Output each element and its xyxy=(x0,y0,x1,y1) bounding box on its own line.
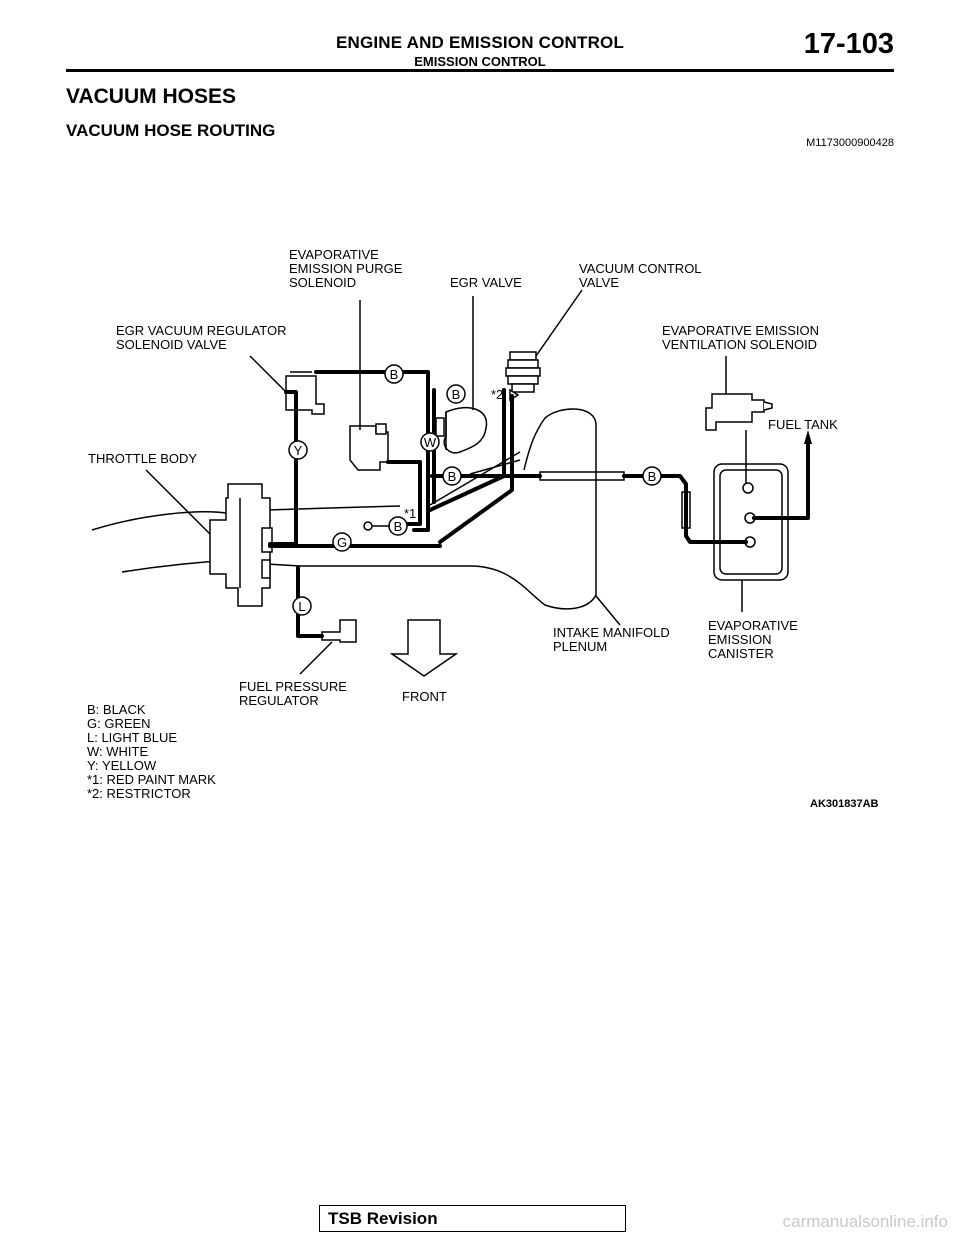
label-canister-1: EVAPORATIVE xyxy=(708,618,798,633)
label-vacuum-control-1: VACUUM CONTROL xyxy=(579,261,702,276)
evap-ventilation-solenoid xyxy=(705,393,773,431)
throttle-body xyxy=(209,483,273,607)
fuel-pressure-regulator xyxy=(321,619,357,643)
fuel-tank-arrow xyxy=(804,430,812,444)
legend-yellow: Y: YELLOW xyxy=(87,758,157,773)
vacuum-hoses xyxy=(268,370,810,638)
label-evap-purge-3: SOLENOID xyxy=(289,275,356,290)
label-intake-1: INTAKE MANIFOLD xyxy=(553,625,670,640)
label-egr-regulator-1: EGR VACUUM REGULATOR xyxy=(116,323,286,338)
hose-sleeves xyxy=(539,430,747,529)
label-egr-regulator-2: SOLENOID VALVE xyxy=(116,337,227,352)
site-watermark: carmanualsonline.info xyxy=(782,1212,948,1231)
vacuum-control-valve xyxy=(505,351,541,393)
legend-green: G: GREEN xyxy=(87,716,151,731)
legend-black: B: BLACK xyxy=(87,702,146,717)
tsb-revision-box: TSB Revision xyxy=(319,1205,626,1232)
label-canister-3: CANISTER xyxy=(708,646,774,661)
svg-text:L: L xyxy=(298,599,305,614)
leader-lines xyxy=(145,289,743,675)
evap-emission-canister xyxy=(713,463,789,581)
component-labels: EVAPORATIVE EMISSION PURGE SOLENOID EGR … xyxy=(88,247,838,708)
hose-marker-b4: B xyxy=(388,516,408,536)
intake-manifold-plenum-outline xyxy=(91,408,597,610)
label-front: FRONT xyxy=(402,689,447,704)
label-note1-mark: *1 xyxy=(404,506,416,521)
svg-text:B: B xyxy=(452,387,461,402)
hose-color-markers: B B B B B Y W G L xyxy=(288,364,662,616)
hose-marker-b5: B xyxy=(642,466,662,486)
label-egr-valve: EGR VALVE xyxy=(450,275,522,290)
svg-text:W: W xyxy=(424,435,437,450)
front-arrow xyxy=(389,619,459,677)
evap-purge-solenoid xyxy=(349,423,389,471)
legend-white: W: WHITE xyxy=(87,744,148,759)
manual-chapter-title: ENGINE AND EMISSION CONTROL xyxy=(335,33,625,52)
red-paint-mark xyxy=(363,521,390,531)
color-legend: B: BLACK G: GREEN L: LIGHT BLUE W: WHITE… xyxy=(87,702,216,801)
label-vacuum-control-2: VALVE xyxy=(579,275,619,290)
figure-id: AK301837AB xyxy=(810,798,879,810)
document-id: M1173000900428 xyxy=(806,137,894,149)
svg-text:B: B xyxy=(390,367,399,382)
label-throttle-body: THROTTLE BODY xyxy=(88,451,197,466)
hose-marker-b1: B xyxy=(384,364,404,384)
tsb-revision-label: TSB Revision xyxy=(328,1209,438,1228)
egr-valve xyxy=(435,406,488,454)
svg-text:Y: Y xyxy=(294,443,303,458)
label-evap-purge-1: EVAPORATIVE xyxy=(289,247,379,262)
label-intake-2: PLENUM xyxy=(553,639,607,654)
label-evap-vent-2: VENTILATION SOLENOID xyxy=(662,337,817,352)
legend-red-paint-mark: *1: RED PAINT MARK xyxy=(87,772,216,787)
svg-text:G: G xyxy=(337,535,347,550)
page-number: 17-103 xyxy=(803,28,894,60)
vacuum-hose-routing-diagram: B B B B B Y W G L EVAPORATIVE EMISSION P… xyxy=(87,247,879,810)
hose-marker-w: W xyxy=(420,432,440,452)
label-evap-vent-1: EVAPORATIVE EMISSION xyxy=(662,323,819,338)
manual-section-subtitle: EMISSION CONTROL xyxy=(414,54,546,69)
hose-marker-b3: B xyxy=(442,466,462,486)
svg-text:B: B xyxy=(394,519,403,534)
label-evap-purge-2: EMISSION PURGE xyxy=(289,261,403,276)
header-rule xyxy=(66,69,894,72)
label-note2-mark: *2 xyxy=(491,387,503,402)
hose-marker-b2: B xyxy=(446,384,466,404)
legend-restrictor: *2: RESTRICTOR xyxy=(87,786,191,801)
label-fuel-pressure-2: REGULATOR xyxy=(239,693,319,708)
hose-marker-l: L xyxy=(292,596,312,616)
legend-light-blue: L: LIGHT BLUE xyxy=(87,730,177,745)
section-subtitle: VACUUM HOSE ROUTING xyxy=(66,121,276,140)
svg-text:B: B xyxy=(648,469,657,484)
label-canister-2: EMISSION xyxy=(708,632,772,647)
label-fuel-pressure-1: FUEL PRESSURE xyxy=(239,679,347,694)
section-title: VACUUM HOSES xyxy=(66,85,236,108)
label-fuel-tank: FUEL TANK xyxy=(768,417,838,432)
hose-marker-y: Y xyxy=(288,440,308,460)
svg-text:B: B xyxy=(448,469,457,484)
hose-marker-g: G xyxy=(332,532,352,552)
